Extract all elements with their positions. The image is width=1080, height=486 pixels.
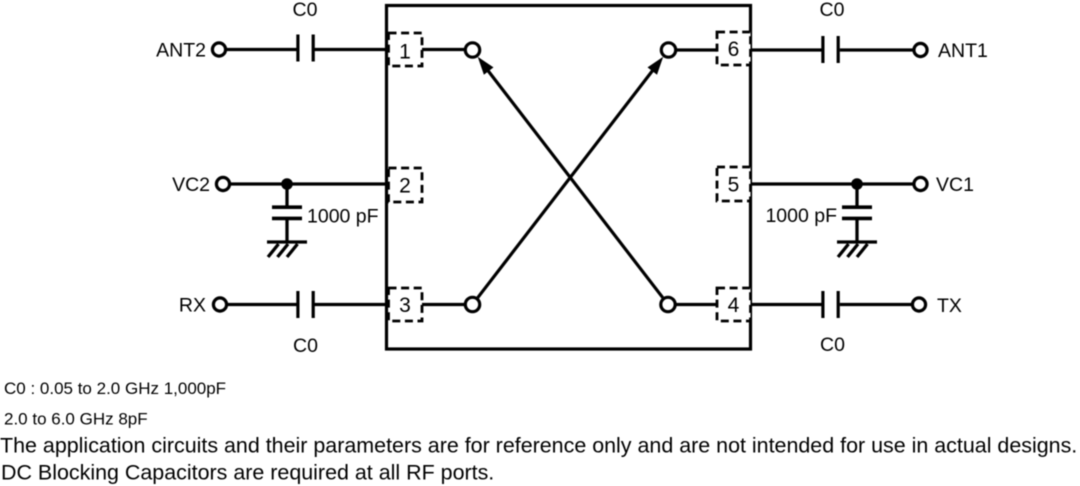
svg-text:1: 1 bbox=[399, 40, 411, 63]
svg-text:C0 : 0.05 to 2.0 GHz 1,000pF: C0 : 0.05 to 2.0 GHz 1,000pF bbox=[4, 379, 226, 398]
svg-text:DC Blocking Capacitors are req: DC Blocking Capacitors are required at a… bbox=[1, 461, 494, 485]
svg-text:VC1: VC1 bbox=[936, 174, 974, 196]
svg-text:The application circuits and t: The application circuits and their param… bbox=[0, 434, 1077, 458]
svg-text:5: 5 bbox=[728, 174, 740, 197]
svg-text:4: 4 bbox=[728, 294, 740, 317]
svg-text:3: 3 bbox=[399, 294, 411, 317]
svg-text:C0: C0 bbox=[293, 335, 318, 357]
svg-text:2: 2 bbox=[399, 175, 411, 198]
svg-text:1000 pF: 1000 pF bbox=[307, 206, 379, 228]
svg-text:1000 pF: 1000 pF bbox=[765, 205, 837, 227]
svg-text:ANT2: ANT2 bbox=[156, 40, 206, 62]
svg-text:C0: C0 bbox=[820, 0, 845, 21]
svg-text:ANT1: ANT1 bbox=[938, 40, 988, 62]
svg-text:C0: C0 bbox=[820, 334, 845, 356]
svg-text:C0: C0 bbox=[293, 0, 318, 21]
svg-text:6: 6 bbox=[728, 38, 740, 61]
svg-text:TX: TX bbox=[937, 295, 962, 317]
svg-text:2.0 to 6.0 GHz 8pF: 2.0 to 6.0 GHz 8pF bbox=[4, 410, 148, 429]
svg-text:VC2: VC2 bbox=[172, 174, 210, 196]
svg-text:RX: RX bbox=[179, 295, 206, 317]
